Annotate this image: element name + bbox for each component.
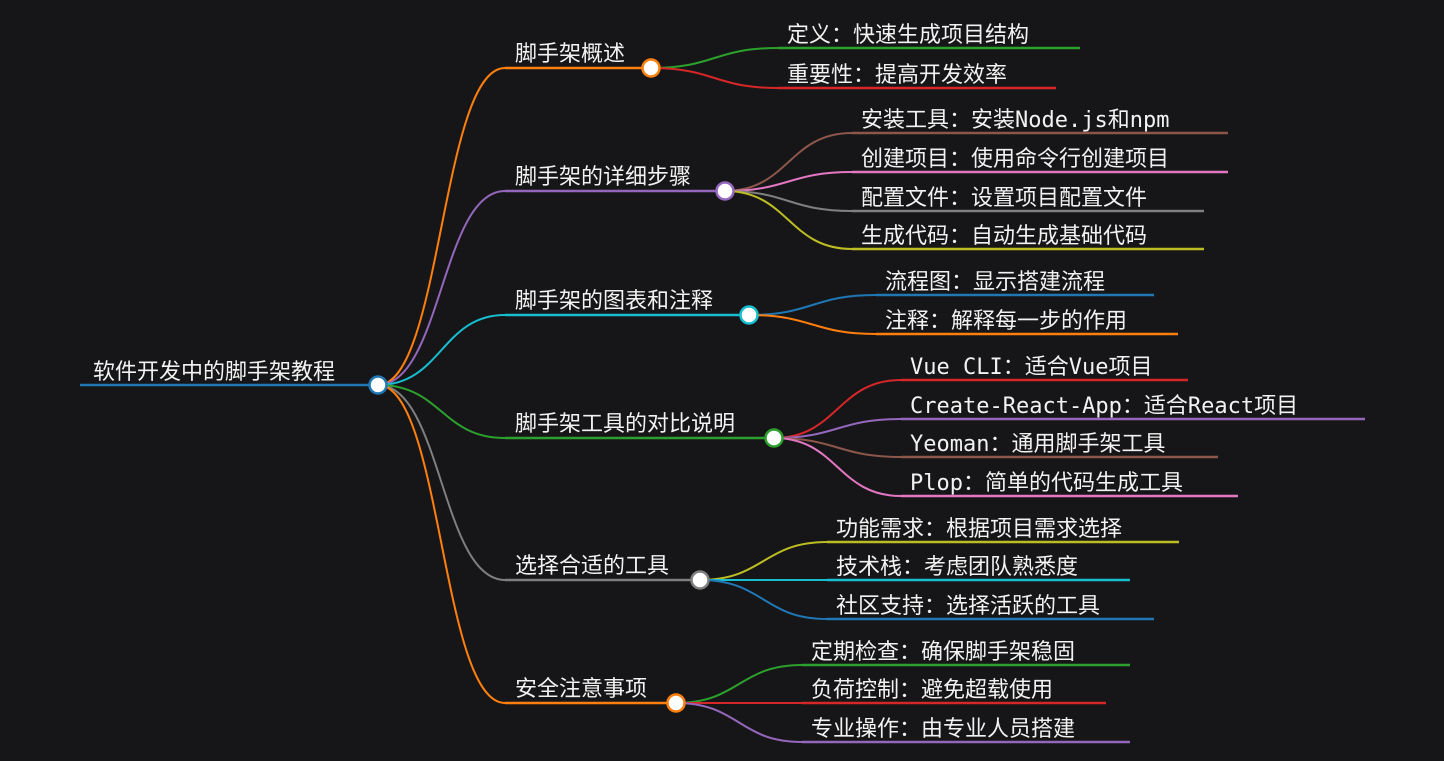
branch-4-child-4-label: Plop：简单的代码生成工具 xyxy=(910,471,1183,496)
connector-layer xyxy=(377,47,902,743)
branch-2-node-dot[interactable] xyxy=(715,181,735,201)
branch-3-node-dot[interactable] xyxy=(739,305,759,325)
branch-4-child-1-label: Vue CLI：适合Vue项目 xyxy=(910,355,1152,380)
branch-1-child-2-label: 重要性：提高开发效率 xyxy=(787,63,1007,88)
branch-6-node-dot[interactable] xyxy=(666,693,686,713)
branch-3-child-2-label: 注释：解释每一步的作用 xyxy=(885,309,1127,334)
root-label: 软件开发中的脚手架教程 xyxy=(93,360,335,385)
branch-3-child-1-label: 流程图：显示搭建流程 xyxy=(885,270,1105,295)
branch-2-connector xyxy=(377,190,506,386)
branch-4-label: 脚手架工具的对比说明 xyxy=(515,412,735,437)
branch-5-connector xyxy=(377,384,506,581)
branch-1-connector xyxy=(377,67,506,386)
underline-layer xyxy=(80,46,1365,744)
branch-2-child-1-connector xyxy=(724,132,853,192)
branch-3-child-1-connector xyxy=(748,294,877,316)
branch-4-child-4-connector xyxy=(773,437,902,497)
branch-4-connector xyxy=(377,384,506,439)
branch-5-child-1-connector xyxy=(699,541,828,581)
branch-3-label: 脚手架的图表和注释 xyxy=(515,289,713,314)
branch-1-node-dot[interactable] xyxy=(641,58,661,78)
branch-6-child-1-label: 定期检查：确保脚手架稳固 xyxy=(811,640,1075,665)
branch-4-node-dot[interactable] xyxy=(764,428,784,448)
branch-1-label: 脚手架概述 xyxy=(515,42,625,67)
branch-6-child-3-label: 专业操作：由专业人员搭建 xyxy=(811,717,1075,742)
branch-1-child-2-connector xyxy=(650,67,779,89)
branch-2-child-1-label: 安装工具：安装Node.js和npm xyxy=(861,108,1169,133)
branch-5-child-3-label: 社区支持：选择活跃的工具 xyxy=(836,594,1100,619)
branch-4-child-1-connector xyxy=(773,379,902,439)
branch-5-child-1-label: 功能需求：根据项目需求选择 xyxy=(836,517,1122,542)
branch-6-child-3-connector xyxy=(675,702,803,743)
branch-5-child-2-label: 技术栈：考虑团队熟悉度 xyxy=(836,555,1078,580)
branch-2-child-3-connector xyxy=(724,190,853,212)
branch-5-node-dot[interactable] xyxy=(690,570,710,590)
branch-6-connector xyxy=(377,384,506,704)
branch-6-child-1-connector xyxy=(675,664,803,704)
label-layer: 软件开发中的脚手架教程 脚手架概述 定义：快速生成项目结构重要性：提高开发效率脚手… xyxy=(93,23,1298,742)
branch-4-child-3-connector xyxy=(773,437,902,458)
branch-3-child-2-connector xyxy=(748,314,877,335)
branch-4-child-3-label: Yeoman：通用脚手架工具 xyxy=(910,432,1165,457)
branch-6-child-2-label: 负荷控制：避免超载使用 xyxy=(811,678,1053,703)
branch-4-child-2-label: Create-React-App：适合React项目 xyxy=(910,394,1298,419)
branch-2-child-4-label: 生成代码：自动生成基础代码 xyxy=(861,224,1147,249)
branch-2-label: 脚手架的详细步骤 xyxy=(515,165,691,190)
branch-1-child-1-connector xyxy=(650,47,779,69)
branch-2-child-2-label: 创建项目：使用命令行创建项目 xyxy=(861,147,1169,172)
branch-2-child-2-connector xyxy=(724,171,853,192)
branch-3-connector xyxy=(377,314,506,386)
branch-2-child-4-connector xyxy=(724,190,853,250)
branch-5-label: 选择合适的工具 xyxy=(515,554,669,579)
branch-1-child-1-label: 定义：快速生成项目结构 xyxy=(787,23,1029,48)
branch-5-child-3-connector xyxy=(699,579,828,620)
node-dot-layer xyxy=(368,58,784,713)
root-node-dot[interactable] xyxy=(368,375,388,395)
branch-6-label: 安全注意事项 xyxy=(515,677,647,702)
branch-2-child-3-label: 配置文件：设置项目配置文件 xyxy=(861,186,1147,211)
branch-4-child-2-connector xyxy=(773,418,902,439)
